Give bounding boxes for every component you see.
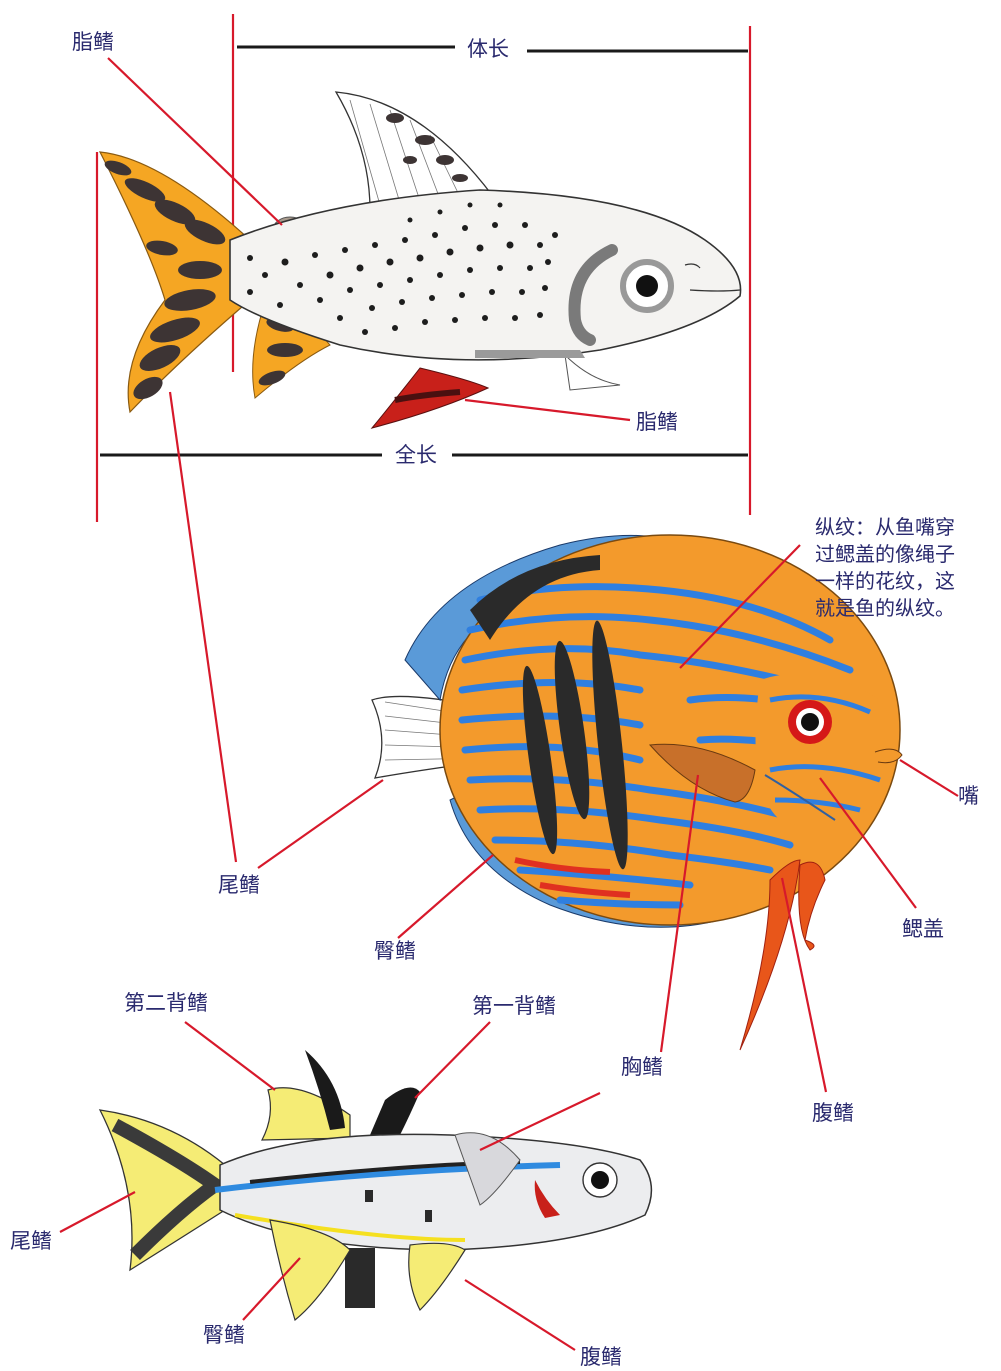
label-anal-fin-2: 臀鳍	[203, 1325, 245, 1346]
label-second-dorsal-fin: 第二背鳍	[124, 993, 208, 1014]
stripe-note: 纵纹：从鱼嘴穿 过鳃盖的像绳子 一样的花纹，这 就是鱼的纵纹。	[815, 514, 1000, 622]
label-tail-fin-1: 尾鳍	[218, 875, 260, 896]
label-anal-fin-1: 臀鳍	[374, 941, 416, 962]
rainbowfish-icon	[100, 1050, 651, 1320]
stripe-note-line: 过鳃盖的像绳子	[815, 541, 1000, 568]
label-first-dorsal-fin: 第一背鳍	[472, 996, 556, 1017]
stripe-note-line: 就是鱼的纵纹。	[815, 595, 1000, 622]
label-body-length: 体长	[467, 39, 509, 60]
stripe-note-line: 纵纹：从鱼嘴穿	[815, 514, 1000, 541]
stripe-note-line: 一样的花纹，这	[815, 568, 1000, 595]
label-ventral-fin-1: 腹鳍	[812, 1103, 854, 1124]
label-tail-fin-2: 尾鳍	[10, 1231, 52, 1252]
label-ventral-fin-2: 腹鳍	[580, 1347, 622, 1368]
label-bottom-adipose-fin: 脂鳍	[636, 412, 678, 433]
label-gill-cover: 鳃盖	[902, 919, 944, 940]
label-pectoral-fin: 胸鳍	[621, 1057, 663, 1078]
label-top-adipose-fin: 脂鳍	[72, 32, 114, 53]
label-total-length: 全长	[395, 445, 437, 466]
label-mouth: 嘴	[958, 786, 979, 807]
